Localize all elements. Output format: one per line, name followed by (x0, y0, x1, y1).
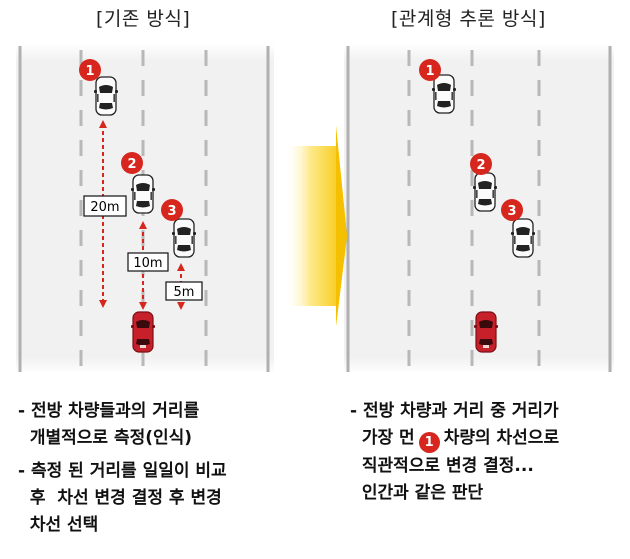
right-car-2 (472, 172, 498, 212)
right-ego-car (473, 311, 499, 353)
right-badge-3: 3 (501, 199, 523, 221)
svg-text:20m: 20m (90, 200, 119, 215)
left-car-3 (171, 218, 197, 258)
left-badge-2: 2 (121, 152, 143, 174)
left-bullet-2-line-2: 후 차선 변경 결정 후 변경 (18, 488, 222, 508)
right-bullet-line-3: 직관적으로 변경 결정... (350, 456, 534, 476)
right-panel-title: [관계형 추론 방식] (391, 8, 546, 30)
label-5m: 5m (165, 281, 203, 301)
left-bullet-1-line-2: 개별적으로 측정(인식) (18, 428, 193, 448)
right-car-3 (510, 218, 536, 258)
left-badge-1: 1 (79, 59, 101, 81)
label-10m: 10m (127, 252, 169, 272)
left-badge-3: 3 (161, 199, 183, 221)
svg-text:10m: 10m (133, 256, 162, 271)
left-bullet-2-line-1: - 측정 된 거리를 일일이 비교 (18, 461, 227, 481)
left-car-2 (130, 174, 156, 214)
left-distance-arrows (99, 120, 185, 310)
svg-text:2: 2 (476, 158, 485, 173)
right-car-1 (431, 74, 457, 114)
right-bullet-line-4: 인간과 같은 판단 (350, 483, 484, 503)
svg-text:1: 1 (85, 64, 94, 79)
svg-text:2: 2 (127, 157, 136, 172)
left-car-1 (93, 76, 119, 116)
right-badge-2: 2 (470, 153, 492, 175)
svg-text:5m: 5m (174, 285, 195, 300)
right-bullet-line-2-pre: 가장 먼 (350, 428, 415, 448)
transition-arrow (286, 126, 347, 326)
svg-text:3: 3 (507, 204, 516, 219)
right-badge-1: 1 (419, 59, 441, 81)
left-bullet-2-line-3: 차선 선택 (18, 515, 99, 535)
right-bullet-line-1: - 전방 차량과 거리 중 거리가 (350, 401, 559, 421)
label-20m: 20m (83, 195, 127, 217)
left-description: - 전방 차량들과의 거리를 개별적으로 측정(인식) - 측정 된 거리를 일… (18, 398, 227, 539)
left-ego-car (130, 311, 156, 353)
svg-text:3: 3 (167, 204, 176, 219)
left-bullet-1-line-1: - 전방 차량들과의 거리를 (18, 401, 200, 421)
left-panel-title: [기존 방식] (96, 8, 191, 30)
right-bullet-line-2-post: 차량의 차선으로 (443, 428, 560, 448)
svg-text:1: 1 (425, 64, 434, 79)
inline-badge-1: 1 (418, 432, 440, 453)
